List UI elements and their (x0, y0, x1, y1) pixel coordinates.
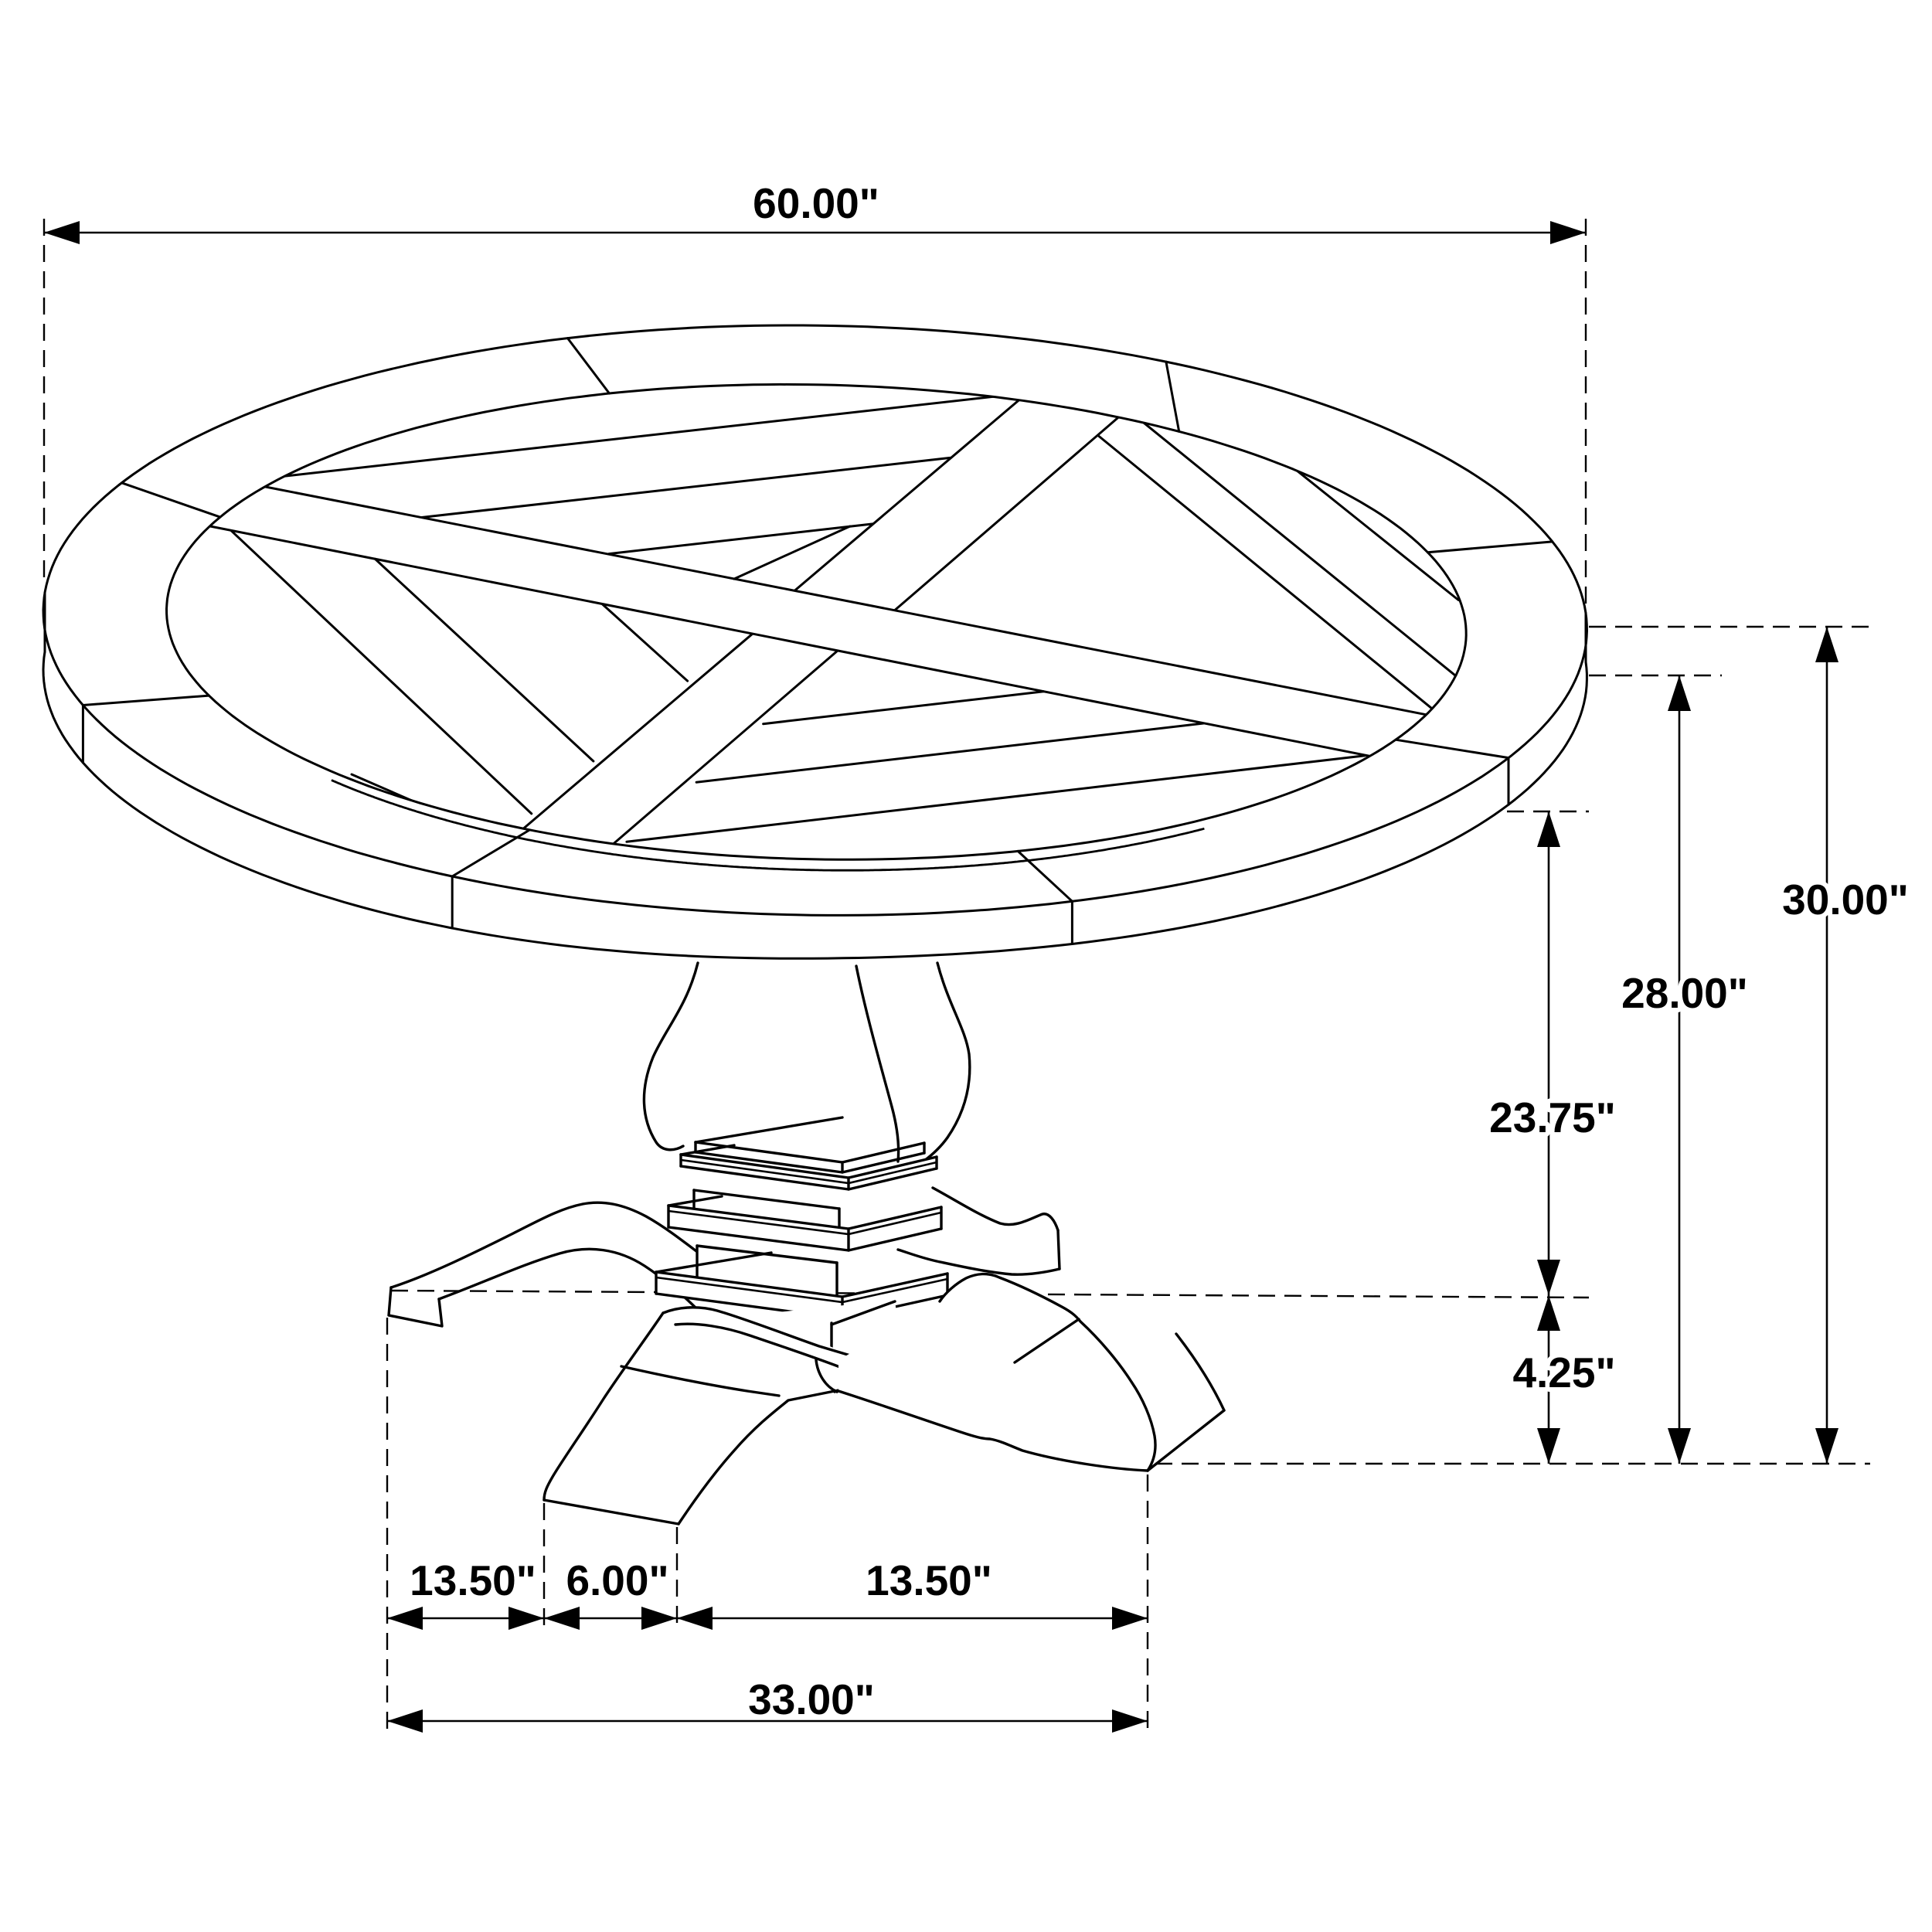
svg-text:13.50": 13.50" (410, 1556, 536, 1604)
svg-text:33.00": 33.00" (748, 1675, 875, 1723)
svg-text:30.00": 30.00" (1782, 876, 1909, 923)
svg-text:6.00": 6.00" (566, 1556, 668, 1604)
svg-text:23.75": 23.75" (1489, 1094, 1616, 1141)
svg-text:13.50": 13.50" (866, 1556, 992, 1604)
svg-text:60.00": 60.00" (753, 179, 879, 227)
svg-text:4.25": 4.25" (1512, 1349, 1615, 1396)
svg-text:28.00": 28.00" (1621, 969, 1748, 1017)
